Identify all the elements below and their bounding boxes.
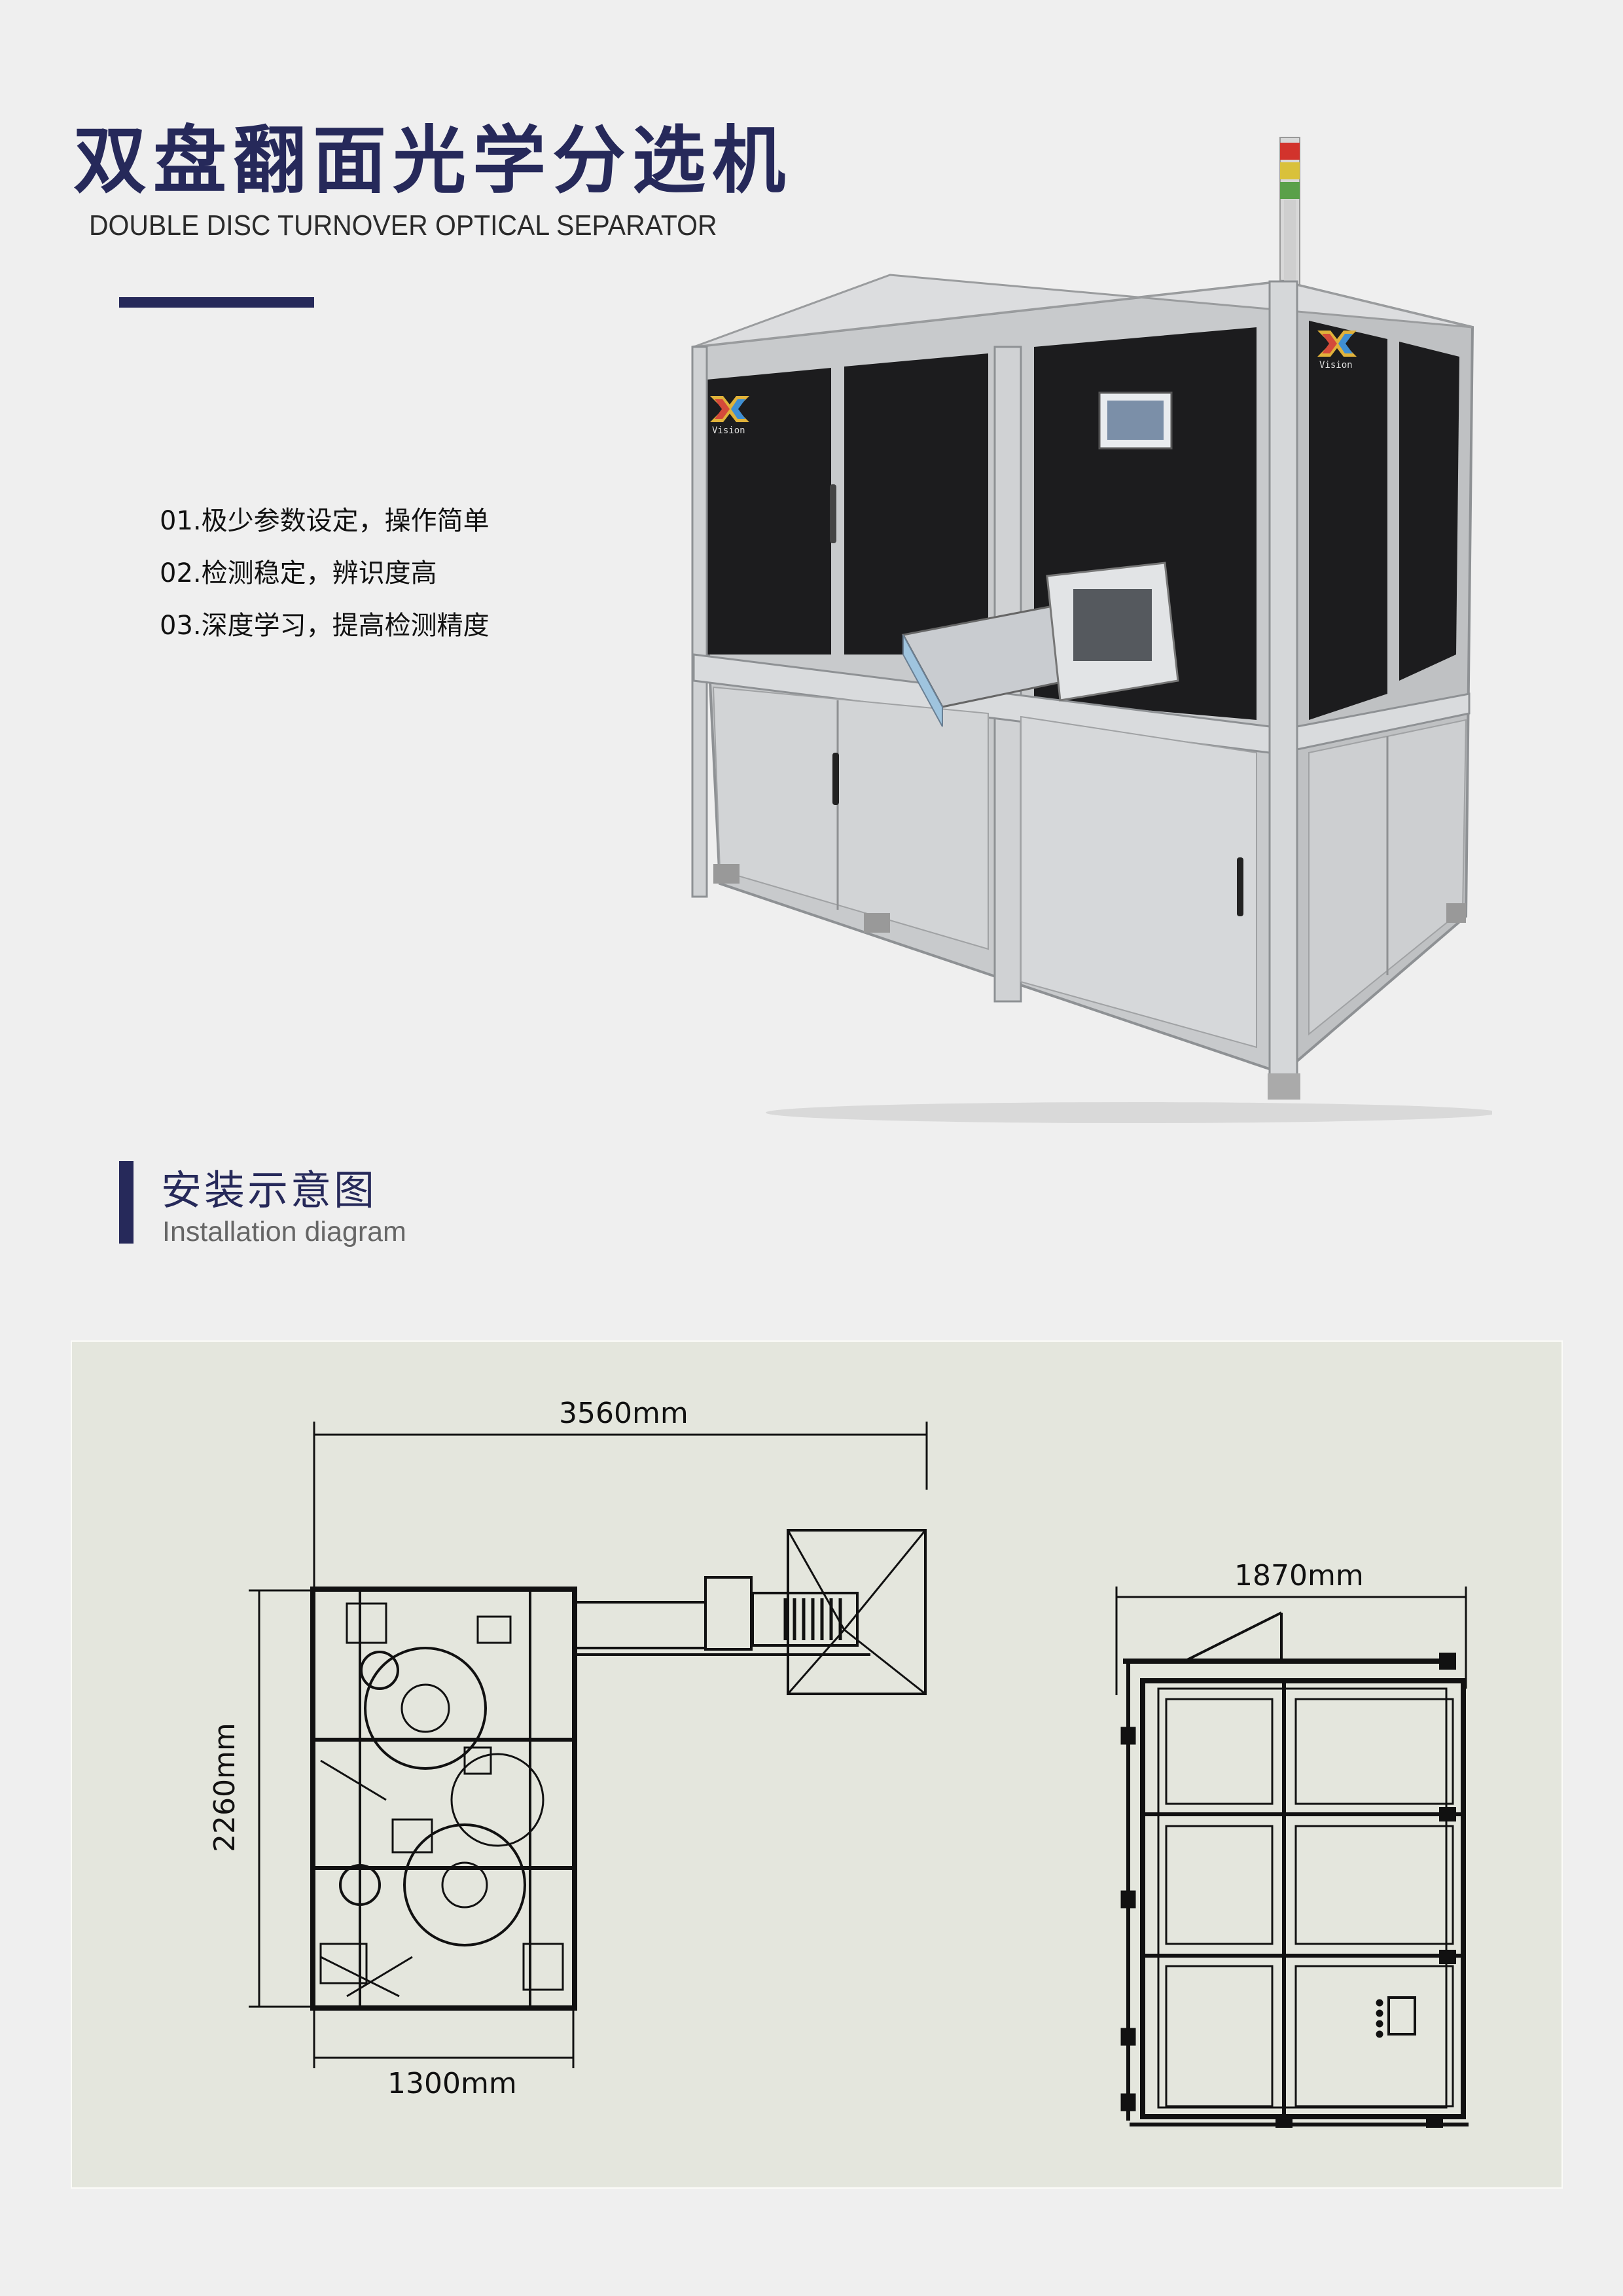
section-marker <box>119 1161 134 1244</box>
dimension-label-3560: 3560mm <box>559 1397 688 1430</box>
product-title-cn: 双盘翻面光学分选机 <box>73 118 792 204</box>
section-title-en: Installation diagram <box>162 1216 406 1247</box>
feature-item: 03.深度学习，提高检测精度 <box>160 611 490 641</box>
dimension-label-2260: 2260mm <box>208 1723 241 1852</box>
dimension-label-1300: 1300mm <box>387 2067 517 2100</box>
machine-photo: Vision Vision <box>691 137 1492 1123</box>
vision-logo: Vision <box>710 396 749 436</box>
feature-item: 02.检测稳定，辨识度高 <box>160 558 437 588</box>
vision-logo: Vision <box>1317 331 1357 370</box>
dimension-label-1870: 1870mm <box>1234 1559 1364 1592</box>
feature-list: 01.极少参数设定，操作简单 02.检测稳定，辨识度高 03.深度学习，提高检测… <box>160 495 490 652</box>
section-title-cn: 安装示意图 <box>161 1166 378 1214</box>
installation-drawing: 3560mm 2260mm 1300mm 1870mm <box>208 1397 1469 2128</box>
installation-drawing-panel: 3560mm 2260mm 1300mm 1870mm <box>71 1340 1563 2189</box>
svg-text:Vision: Vision <box>712 425 745 436</box>
title-underline <box>119 297 314 308</box>
product-title-en: DOUBLE DISC TURNOVER OPTICAL SEPARATOR <box>89 209 717 242</box>
feature-item: 01.极少参数设定，操作简单 <box>160 506 490 536</box>
svg-text:Vision: Vision <box>1319 360 1353 370</box>
